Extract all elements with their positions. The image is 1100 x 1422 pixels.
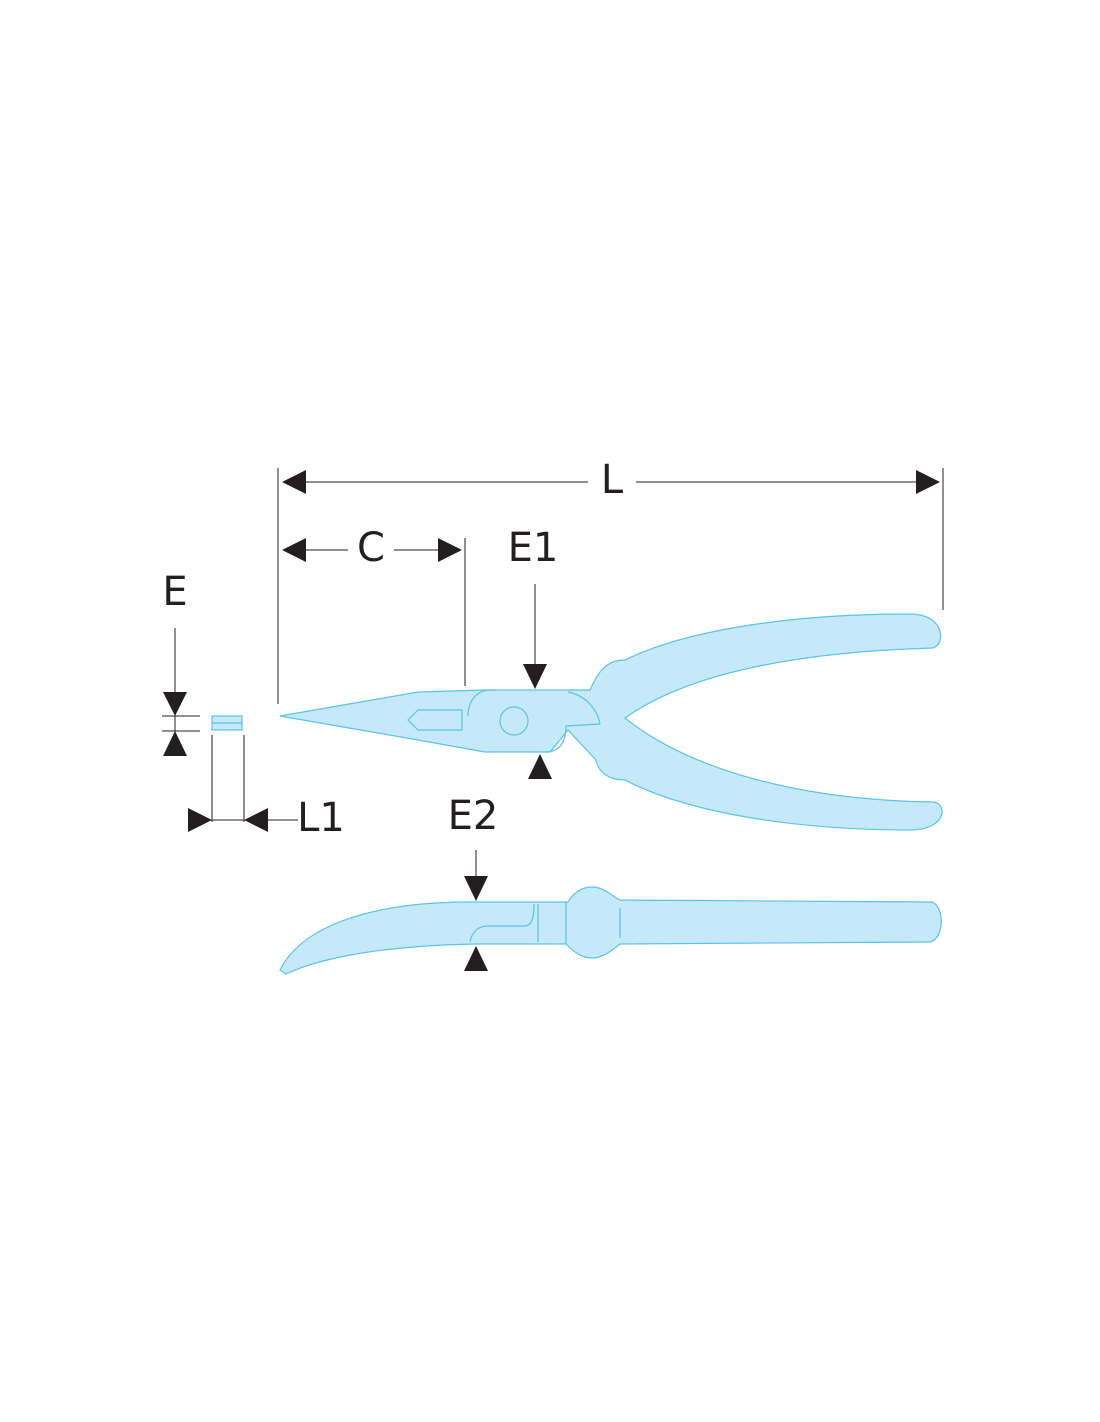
dim-E1-arrow-down (523, 664, 547, 689)
dim-E-arrow-up (163, 731, 187, 756)
dim-label-L: L (601, 457, 624, 503)
plier-joint-outline-lower (544, 723, 601, 753)
dim-E1-arrow-up (528, 754, 552, 779)
plier-side-jaw-step (469, 903, 535, 943)
plier-joint-outline-upper (467, 689, 491, 717)
plier-top-view (279, 613, 943, 831)
dim-C-arrow-right (438, 538, 462, 562)
plier-body-top-view (279, 613, 943, 831)
plier-pivot-rivet (499, 706, 529, 736)
dim-C-arrow-left (282, 538, 306, 562)
dimension-lines (162, 468, 944, 971)
plier-side-view (279, 886, 942, 975)
dim-label-C: C (357, 525, 385, 571)
dim-E2-arrow-up (464, 946, 488, 971)
dim-E-arrow-down (163, 692, 187, 716)
dim-L1-arrow-right (188, 808, 212, 832)
dimension-labels: L C E1 E L1 E2 (162, 457, 623, 841)
dim-L1-arrow-left (244, 808, 268, 832)
plier-jaw-slot (407, 709, 463, 731)
plier-joint-outline-upper-right (567, 691, 601, 725)
dim-E2-arrow-down (464, 876, 488, 901)
dim-label-L1: L1 (297, 795, 345, 841)
plier-body-side-view (279, 886, 942, 975)
dim-L-arrow-right (916, 470, 940, 494)
dim-L-arrow-left (282, 470, 306, 494)
dim-label-E2: E2 (448, 793, 499, 839)
dim-label-E: E (162, 569, 187, 615)
jaw-tip-section (211, 715, 243, 731)
dim-label-E1: E1 (508, 525, 559, 571)
